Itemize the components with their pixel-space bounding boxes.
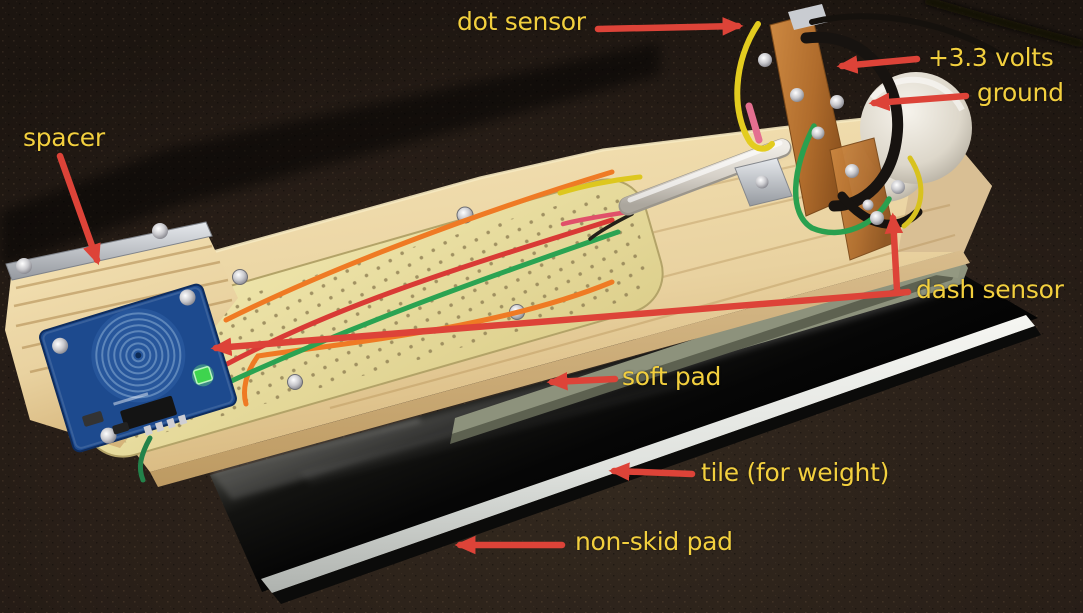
black-wire xyxy=(588,212,634,241)
pink-wire xyxy=(745,102,763,144)
pink-wire xyxy=(560,209,631,227)
bracket-screws xyxy=(758,53,905,225)
green-wire xyxy=(793,123,892,236)
label-dash-sensor: dash sensor xyxy=(916,275,1064,304)
spiral-touch-pad xyxy=(91,308,186,403)
yellow-wire xyxy=(557,174,643,196)
label-non-skid-pad: non-skid pad xyxy=(575,527,733,556)
colored-wires xyxy=(734,21,924,236)
non-skid-pad xyxy=(261,315,1041,604)
touch-sensor-module xyxy=(39,283,237,453)
label-tile: tile (for weight) xyxy=(701,458,890,487)
led xyxy=(191,364,214,387)
label-dot-sensor: dot sensor xyxy=(457,7,586,36)
yellow-wire xyxy=(734,21,775,152)
yellow-wire xyxy=(901,155,924,229)
label-soft-pad: soft pad xyxy=(622,362,722,391)
white-cable xyxy=(618,138,792,216)
label-spacer: spacer xyxy=(23,123,105,152)
spacer-screws xyxy=(16,223,168,274)
label-ground: ground xyxy=(977,78,1064,107)
label-plus-3v3: +3.3 volts xyxy=(928,43,1054,72)
module-components xyxy=(82,392,188,436)
flat-bracket xyxy=(734,157,793,207)
module-screws xyxy=(52,289,196,444)
green-wire-tail xyxy=(137,435,153,483)
